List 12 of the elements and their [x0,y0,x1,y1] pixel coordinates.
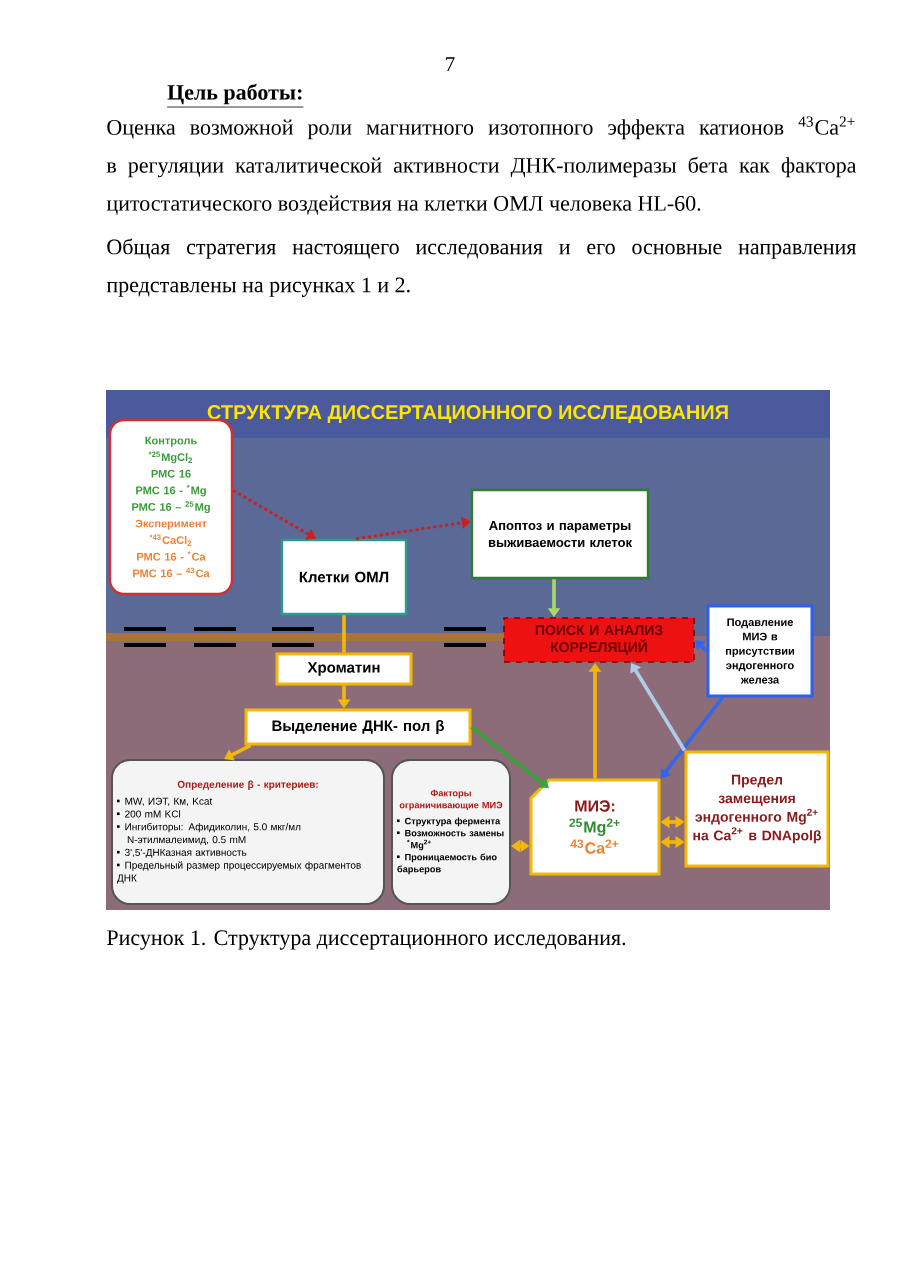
caption: Рисунок 1. Структура диссертационного исследования. [107,930,626,950]
paragraph: Оценка возможной роли магнитного изотопного эффекта катионов $^{43}$Ca$^{2+}$ в регуляции каталитической активности ДНК-полимеразы бета как фактора цитостатического воздействия на клетки ОМЛ человека HL-60. [106,116,857,215]
arrow [232,489,316,540]
heading: Цель работы: [166,83,304,108]
arrow [224,743,252,761]
paragraph: Общая стратегия настоящего исследования и его основные направления представлены на рисунках 1 и 2. [106,238,857,297]
title-band: СТРУКТУРА ДИССЕРТАЦИОННОГО ИССЛЕДОВАНИЯ [106,390,830,438]
arrow [660,696,724,779]
connector-line [342,615,346,653]
page-number: 7 [446,57,455,71]
arrow [470,725,549,788]
process-box: МИЭ: $^{25}$Mg$^{2+}$ $^{43}$Ca$^{2+}$ [529,778,661,876]
